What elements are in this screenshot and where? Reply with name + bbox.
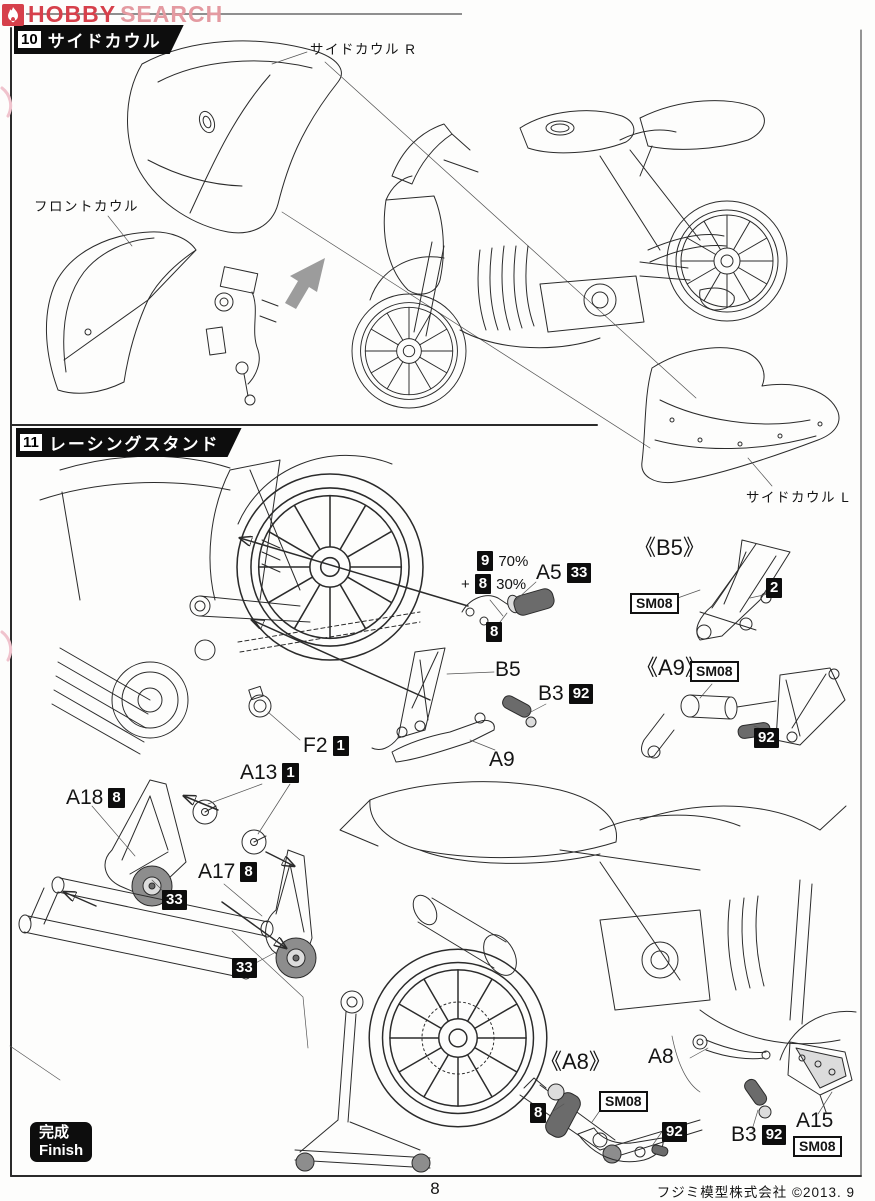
- paint-color-8-badge: 8: [474, 574, 492, 594]
- step-title-10: サイドカウル: [47, 32, 162, 51]
- part-label-a9: A9: [489, 748, 515, 771]
- finish-jp: 完成: [39, 1124, 70, 1141]
- hobby-search-watermark: HOBBY SEARCH: [2, 1, 223, 28]
- paint-color-9-badge: 9: [477, 551, 494, 571]
- watermark-search-text: SEARCH: [120, 1, 224, 27]
- color-badge-2: 2: [766, 578, 783, 598]
- motorcycle-illustration-top: [351, 100, 788, 409]
- part-label-b3-bottom: B3 92: [731, 1123, 787, 1147]
- racing-stand-assembly: [18, 779, 317, 1049]
- step-number-10: 10: [18, 31, 41, 48]
- motorcycle-rear-section: [39, 454, 424, 755]
- color-badge-92: 92: [568, 684, 594, 704]
- page-number: 8: [430, 1179, 440, 1198]
- color-badge-92: 92: [754, 728, 779, 748]
- paint-plus-sign: +: [461, 575, 470, 593]
- part-label-a8: A8: [648, 1045, 674, 1068]
- decal-badge-sm08: SM08: [599, 1091, 648, 1112]
- part-label-a13: A13 1: [240, 761, 299, 785]
- part-label-b5: B5: [495, 658, 521, 681]
- paint-pct-70: 70%: [498, 552, 529, 570]
- decal-badge-sm08: SM08: [793, 1136, 842, 1157]
- front-brake-detail: [205, 266, 279, 406]
- callout-title-b5: 《B5》: [634, 535, 705, 560]
- color-badge-92: 92: [662, 1122, 687, 1142]
- finish-en: Finish: [39, 1142, 84, 1159]
- label-side-cowl-l: サイドカウル L: [746, 490, 851, 505]
- page-frame: [0, 27, 862, 1177]
- part-label-b3: B3 92: [538, 682, 594, 706]
- color-badge-8: 8: [240, 862, 257, 882]
- part-label-a5: A5 33: [536, 561, 592, 585]
- side-cowl-r-part: [127, 40, 342, 234]
- publisher-copyright: フジミ模型株式会社 ©2013. 9: [656, 1185, 855, 1200]
- watermark-hobby-text: HOBBY: [28, 1, 117, 27]
- color-badge-33: 33: [566, 563, 592, 583]
- part-label-a15: A15: [796, 1109, 834, 1132]
- callout-title-a8: 《A8》: [540, 1049, 611, 1074]
- part-label-a17: A17 8: [198, 860, 257, 884]
- callout-b5-part: [671, 539, 791, 641]
- color-badge-1: 1: [332, 736, 349, 756]
- color-badge-33: 33: [232, 958, 257, 978]
- front-cowl-part: [45, 215, 197, 394]
- assembly-arrow-icon: [285, 258, 325, 309]
- decal-badge-sm08: SM08: [630, 593, 679, 614]
- part-label-a18: A18 8: [66, 786, 125, 810]
- motorcycle-on-stand: [9, 781, 857, 1173]
- side-cowl-l-part: [641, 347, 840, 487]
- label-side-cowl-r: サイドカウル R: [310, 42, 417, 57]
- paint-mix-note: 9 70% + 8 30%: [461, 551, 528, 597]
- callout-a8-part: [545, 1083, 669, 1163]
- color-badge-92: 92: [761, 1125, 787, 1145]
- section-10-header: 10 サイドカウル: [14, 25, 184, 54]
- finish-badge: 完成 Finish: [30, 1122, 93, 1162]
- color-badge-8: 8: [530, 1103, 547, 1123]
- watermark-strike-line: [26, 13, 462, 15]
- footpeg-parts-group: [240, 538, 555, 763]
- color-badge-8: 8: [486, 622, 503, 642]
- decal-badge-sm08: SM08: [690, 661, 739, 682]
- color-badge-33: 33: [162, 890, 187, 910]
- paint-pct-30: 30%: [496, 575, 527, 593]
- shift-lever-parts-right: [671, 1034, 853, 1131]
- long-leader-lines: [281, 61, 697, 449]
- part-label-f2: F2 1: [303, 734, 349, 758]
- label-front-cowl: フロントカウル: [34, 199, 139, 214]
- section-11-header: 11 レーシングスタンド: [16, 428, 242, 457]
- flame-icon: [2, 3, 24, 26]
- step-title-11: レーシングスタンド: [48, 435, 220, 454]
- color-badge-1: 1: [282, 763, 299, 783]
- color-badge-8: 8: [108, 788, 125, 808]
- step-number-11: 11: [20, 434, 42, 451]
